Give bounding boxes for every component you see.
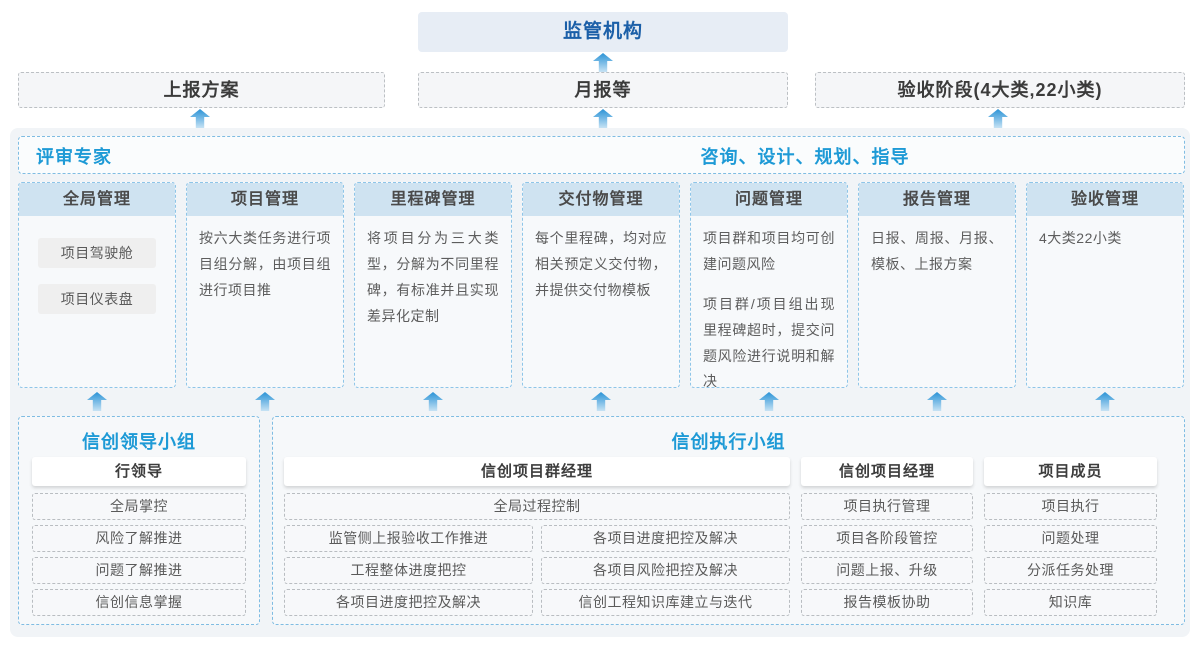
column-milestone-management: 里程碑管理 将项目分为三大类型，分解为不同里程碑，有标准并且实现差异化定制: [354, 182, 512, 388]
column-project-management: 项目管理 按六大类任务进行项目组分解，由项目组进行项目推: [186, 182, 344, 388]
acceptance-phase-box: 验收阶段(4大类,22小类): [815, 72, 1185, 108]
pill-item: 项目驾驶舱: [38, 238, 156, 268]
task-item: 各项目进度把控及解决: [541, 525, 790, 552]
column-body: 按六大类任务进行项目组分解，由项目组进行项目推: [187, 216, 343, 328]
task-item: 报告模板协助: [801, 589, 973, 616]
column-body: 日报、周报、月报、模板、上报方案: [859, 216, 1015, 302]
column-paragraph: 将项目分为三大类型，分解为不同里程碑，有标准并且实现差异化定制: [367, 230, 499, 324]
arrow-up-icon: [593, 53, 613, 72]
task-item: 问题上报、升级: [801, 557, 973, 584]
leadership-group-title: 信创领导小组: [82, 432, 196, 452]
consult-design-label: 咨询、设计、规划、指导: [700, 147, 910, 167]
task-item: 问题处理: [984, 525, 1157, 552]
role-header-project-member: 项目成员: [984, 457, 1157, 486]
task-item: 项目各阶段管控: [801, 525, 973, 552]
column-title: 项目管理: [187, 183, 343, 216]
task-item: 分派任务处理: [984, 557, 1157, 584]
column-title: 问题管理: [691, 183, 847, 216]
column-body: 4大类22小类: [1027, 216, 1183, 276]
task-item: 信创工程知识库建立与迭代: [541, 589, 790, 616]
column-paragraph: 日报、周报、月报、模板、上报方案: [871, 230, 1003, 272]
column-body: 每个里程碑，均对应相关预定义交付物，并提供交付物模板: [523, 216, 679, 328]
column-title: 验收管理: [1027, 183, 1183, 216]
column-body: 将项目分为三大类型，分解为不同里程碑，有标准并且实现差异化定制: [355, 216, 511, 354]
task-item: 工程整体进度把控: [284, 557, 533, 584]
monthly-report-box: 月报等: [418, 72, 788, 108]
column-paragraph: 按六大类任务进行项目组分解，由项目组进行项目推: [199, 230, 331, 298]
report-plan-box: 上报方案: [18, 72, 385, 108]
column-issue-management: 问题管理 项目群和项目均可创建问题风险 项目群/项目组出现里程碑超时，提交问题风…: [690, 182, 848, 388]
column-paragraph: 4大类22小类: [1039, 230, 1122, 246]
column-paragraph: 每个里程碑，均对应相关预定义交付物，并提供交付物模板: [535, 230, 667, 298]
column-paragraph: 项目群和项目均可创建问题风险: [703, 230, 835, 272]
column-acceptance-management: 验收管理 4大类22小类: [1026, 182, 1184, 388]
task-item: 项目执行: [984, 493, 1157, 520]
arrow-up-icon: [988, 109, 1008, 128]
column-title: 里程碑管理: [355, 183, 511, 216]
task-item: 信创信息掌握: [32, 589, 246, 616]
column-body: 项目群和项目均可创建问题风险 项目群/项目组出现里程碑超时，提交问题风险进行说明…: [691, 216, 847, 388]
task-item: 问题了解推进: [32, 557, 246, 584]
arrow-up-icon: [593, 109, 613, 128]
task-item: 全局过程控制: [284, 493, 790, 520]
column-body: 项目驾驶舱 项目仪表盘: [19, 216, 175, 324]
role-header-program-manager: 信创项目群经理: [284, 457, 790, 486]
task-item: 各项目进度把控及解决: [284, 589, 533, 616]
column-global-management: 全局管理 项目驾驶舱 项目仪表盘: [18, 182, 176, 388]
column-title: 交付物管理: [523, 183, 679, 216]
task-item: 项目执行管理: [801, 493, 973, 520]
experts-strip: [18, 136, 1185, 174]
column-deliverable-management: 交付物管理 每个里程碑，均对应相关预定义交付物，并提供交付物模板: [522, 182, 680, 388]
column-title: 全局管理: [19, 183, 175, 216]
pill-item: 项目仪表盘: [38, 284, 156, 314]
column-title: 报告管理: [859, 183, 1015, 216]
column-report-management: 报告管理 日报、周报、月报、模板、上报方案: [858, 182, 1016, 388]
review-experts-label: 评审专家: [36, 147, 112, 167]
regulator-box: 监管机构: [418, 12, 788, 52]
task-item: 全局掌控: [32, 493, 246, 520]
task-item: 风险了解推进: [32, 525, 246, 552]
arrow-up-icon: [190, 109, 210, 128]
task-item: 知识库: [984, 589, 1157, 616]
role-header-project-manager: 信创项目经理: [801, 457, 973, 486]
task-item: 各项目风险把控及解决: [541, 557, 790, 584]
role-header-bank-leader: 行领导: [32, 457, 246, 486]
column-paragraph: 项目群/项目组出现里程碑超时，提交问题风险进行说明和解决: [703, 295, 835, 388]
execution-group-title: 信创执行小组: [671, 432, 786, 452]
task-item: 监管侧上报验收工作推进: [284, 525, 533, 552]
